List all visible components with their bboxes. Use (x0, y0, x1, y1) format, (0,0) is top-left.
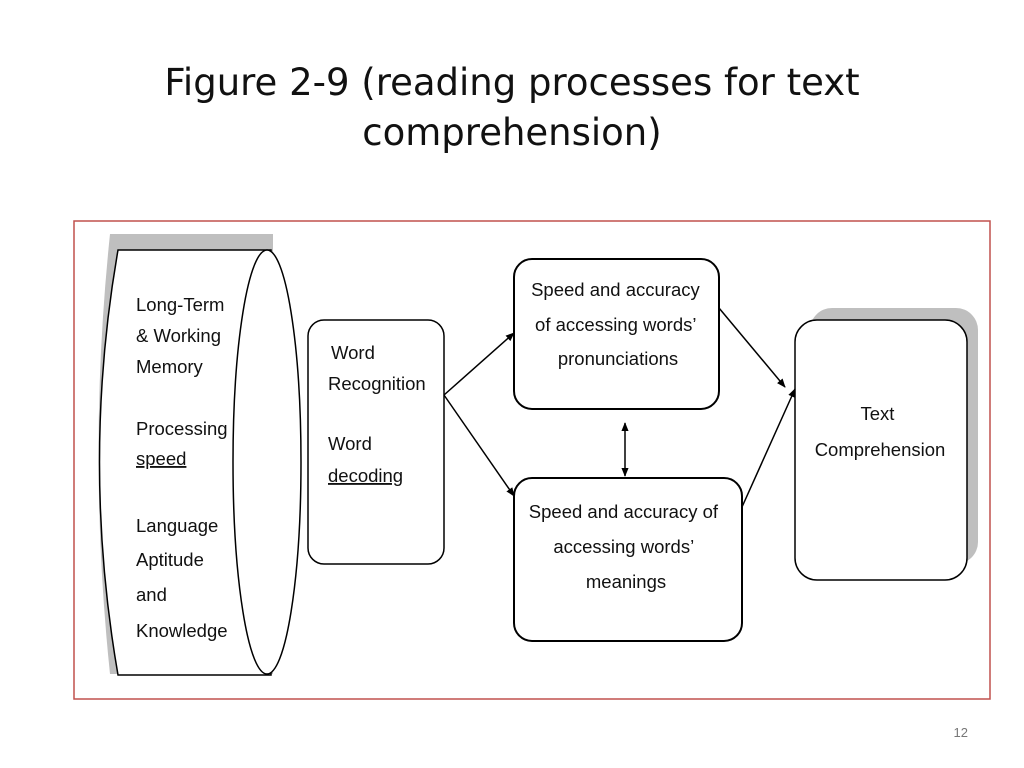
memory-line-8: and (136, 584, 167, 605)
arrow-meaning-to-comprehension (741, 388, 796, 508)
comprehension-line-1: Text (860, 403, 894, 424)
meaning-box (513, 477, 743, 642)
memory-line-9: Knowledge (136, 620, 228, 641)
cylinder-body (98, 249, 272, 676)
title-line-2: comprehension) (362, 111, 662, 154)
word-recognition-box (307, 319, 445, 565)
word-line-2: Recognition (328, 373, 426, 394)
title-line-1: Figure 2-9 (reading processes for text (164, 61, 860, 104)
slide-title: Figure 2-9 (reading processes for text c… (112, 58, 912, 158)
pronunciation-line-2: of accessing words’ (535, 314, 696, 335)
cylinder-end (232, 249, 302, 675)
memory-line-1: Long-Term (136, 294, 224, 315)
comprehension-box (794, 319, 968, 581)
memory-line-5: speed (136, 448, 186, 469)
comprehension-line-2: Comprehension (815, 439, 946, 460)
meaning-line-3: meanings (586, 571, 666, 592)
memory-line-6: Language (136, 515, 218, 536)
slide-number: 12 (953, 725, 968, 740)
memory-line-4: Processing (136, 418, 228, 439)
meaning-line-2: accessing words’ (553, 536, 693, 557)
arrow-to-meaning (443, 394, 515, 497)
memory-text: Long-Term & Working Memory Processing sp… (136, 294, 233, 641)
memory-line-3: Memory (136, 356, 204, 377)
memory-line-7: Aptitude (136, 549, 204, 570)
memory-cylinder (98, 234, 302, 676)
arrow-pronunciation-to-comprehension (718, 307, 786, 388)
arrow-to-pronunciation (443, 332, 515, 396)
reading-process-diagram: Long-Term & Working Memory Processing sp… (73, 220, 991, 700)
word-line-3: Word (328, 433, 372, 454)
comprehension-text: Text Comprehension (815, 403, 946, 460)
word-line-4: decoding (328, 465, 403, 486)
pronunciation-line-3: pronunciations (558, 348, 678, 369)
memory-line-2: & Working (136, 325, 221, 346)
pronunciation-line-1: Speed and accuracy (531, 279, 700, 300)
meaning-text: Speed and accuracy of accessing words’ m… (529, 501, 723, 592)
meaning-line-1: Speed and accuracy of (529, 501, 719, 522)
pronunciation-text: Speed and accuracy of accessing words’ p… (531, 279, 705, 369)
word-box-text: Word Recognition Word decoding (328, 342, 431, 486)
word-line-1: Word (331, 342, 375, 363)
